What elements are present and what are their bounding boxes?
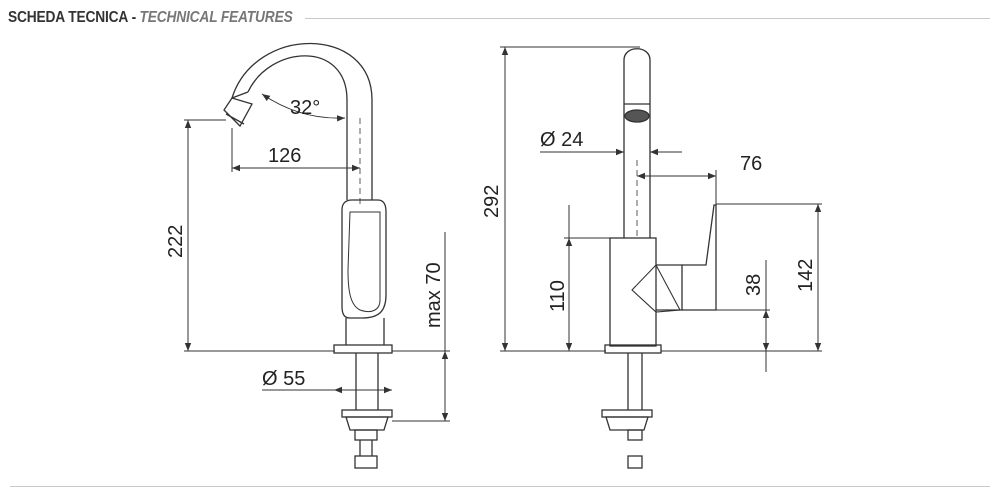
dim-body-height-label: 110: [547, 280, 569, 312]
side-body: [341, 199, 387, 319]
front-spout: [623, 48, 651, 238]
header-separator: -: [131, 9, 137, 26]
side-spout: [247, 55, 348, 200]
bottom-rule: [10, 486, 990, 487]
dim-height-label: 222: [165, 225, 187, 258]
dim-handle-height-label: 142: [795, 259, 817, 292]
header-title-english: TECHNICAL FEATURES: [139, 9, 293, 26]
front-body: [609, 237, 657, 347]
front-handle: [656, 264, 683, 311]
side-base-plate: [333, 344, 393, 354]
dim-spout-diameter-label: Ø 24: [540, 129, 583, 151]
dim-reach-label: 126: [268, 145, 301, 167]
dim-base-diameter-label: Ø 55: [262, 368, 305, 390]
dim-handle-offset-label: 76: [740, 153, 762, 175]
front-view: [601, 48, 717, 469]
header-rule: [305, 18, 990, 19]
dim-angle-label: 32°: [290, 97, 320, 119]
page-header: SCHEDA TECNICA - TECHNICAL FEATURES: [8, 7, 293, 29]
dim-lever-height-label: 38: [743, 274, 765, 296]
dim-max-thickness-label: max 70: [423, 262, 445, 328]
header-title-italian: SCHEDA TECNICA: [8, 9, 129, 26]
side-view: [223, 42, 393, 469]
dim-total-height-label: 292: [481, 185, 503, 218]
